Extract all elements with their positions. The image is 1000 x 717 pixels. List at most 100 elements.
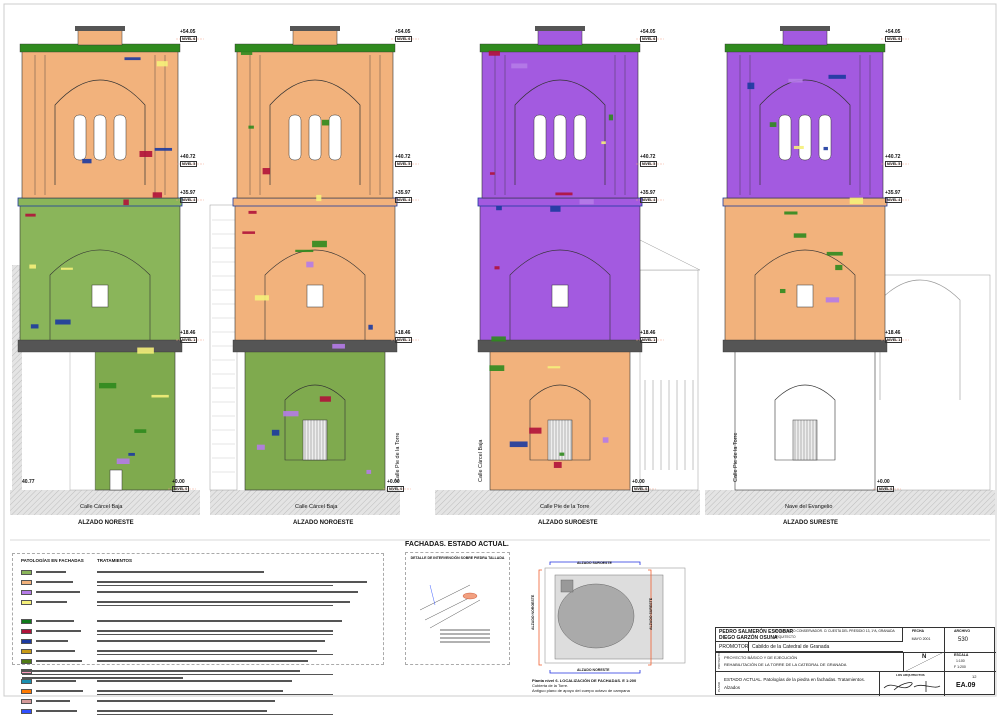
sheet-code: EA.09 [956,682,976,689]
damage-patch [828,74,846,79]
adjacent-wall [12,265,22,490]
tower-middle-body [234,204,396,346]
ground-hatch [705,490,995,515]
date-label: FECHA [912,629,925,633]
balustrade-band [17,339,183,353]
level-value: +40.72 [395,154,411,160]
bell-window [798,114,812,161]
middle-window [306,284,324,308]
damage-patch [271,429,280,436]
bell-window [308,114,322,161]
damage-patch [316,194,322,202]
elevation-1 [10,26,204,515]
legend-item [21,628,375,637]
damage-patch [248,125,254,129]
middle-window [91,284,109,308]
damage-patch [30,324,39,329]
legend-item [21,688,375,697]
damage-patch [242,231,256,234]
damage-patch [29,264,36,269]
plan-caption-line: Cubierta de la Torre. [532,683,569,688]
middle-window [551,284,569,308]
legend-notes [22,668,252,679]
legend-swatch [21,709,32,714]
level-name: NIVEL 6 [885,36,903,42]
ground-hatch [10,490,200,515]
street-label: Nave del Evangelio [785,504,833,510]
damage-patch [262,168,271,175]
damage-patch [488,50,500,56]
bell-arch [54,79,146,185]
damage-patch [511,63,528,69]
legend-item [21,638,375,647]
plan-caption: Planta nivel 6. LOCALIZACIÓN DE FACHADAS… [532,678,636,693]
level-value: +18.46 [395,330,411,336]
level-value: +35.97 [395,190,411,196]
level-value: +54.05 [180,29,196,35]
legend-item [21,678,375,687]
level-value: +54.05 [640,29,656,35]
legend-swatch [21,570,32,575]
level-value: +0.00 [387,479,400,485]
tower-middle-body [19,204,181,346]
street-label: Calle Pie de la Torre [540,504,590,510]
legend-swatch [21,600,32,605]
damage-patch [826,251,843,256]
plan-subtitle: Alzados [724,685,741,690]
legend-swatch [21,639,32,644]
damage-patch [529,427,542,434]
damage-patch [322,119,330,126]
street-label-vertical: Calle Cárcel Baja [478,439,484,483]
architect1-name: PEDRO SALMERÓN ESCOBAR [719,629,794,635]
damage-patch [602,437,609,443]
bell-arch [514,79,606,185]
level-value: +18.46 [180,330,196,336]
elevation-title: ALZADO NOROESTE [293,520,354,526]
level-name: NIVEL 6 [395,36,413,42]
damage-patch [306,261,314,268]
north-arrow: N [922,654,927,660]
balustrade-band [232,339,398,353]
damage-patch [152,192,163,198]
damage-patch [601,141,606,145]
bell-window [288,114,302,161]
damage-patch [788,78,803,83]
plan-label-left: ALZADO NOROESTE [531,594,535,630]
level-value: +18.46 [640,330,656,336]
level-name: NIVEL 1 [395,337,413,343]
tower-lower-body [244,344,386,491]
damage-patch [849,197,864,204]
middle-arch [754,249,856,340]
damage-patch [608,114,614,121]
project-side-label: PROYECTO [717,652,721,669]
legend-item [21,648,375,657]
plan-arrow-bottom [549,670,641,674]
damage-patch [547,366,561,369]
elevation-2 [209,26,419,515]
adjacent-building [209,204,238,491]
cupola-roof [290,26,340,31]
middle-arch [509,249,611,340]
stone-layers [419,584,481,629]
ground-hatch [435,490,700,515]
damage-patch [793,233,807,238]
damage-patch [295,249,314,253]
cornice-band [477,197,643,207]
level-value: +40.72 [885,154,901,160]
plan-vault [557,583,635,649]
legend-swatch [21,590,32,595]
tower-lower-body [94,344,176,491]
legend-swatch [21,659,32,664]
legend-item [21,658,375,667]
date-value: MAYO 2001 [911,637,931,641]
damage-patch [154,147,173,151]
plan-title: ESTADO ACTUAL. Patologías de la piedra e… [724,677,865,682]
plan-caption-title: Planta nivel 6. LOCALIZACIÓN DE FACHADAS… [532,678,637,683]
legend-item [21,698,375,707]
legend-swatch [21,629,32,634]
level-name: NIVEL 0 [632,486,650,492]
repair-patch [462,592,478,600]
damage-patch [747,82,755,90]
level-name: NIVEL 0 [387,486,405,492]
level-name: NIVEL 5 [885,161,903,167]
